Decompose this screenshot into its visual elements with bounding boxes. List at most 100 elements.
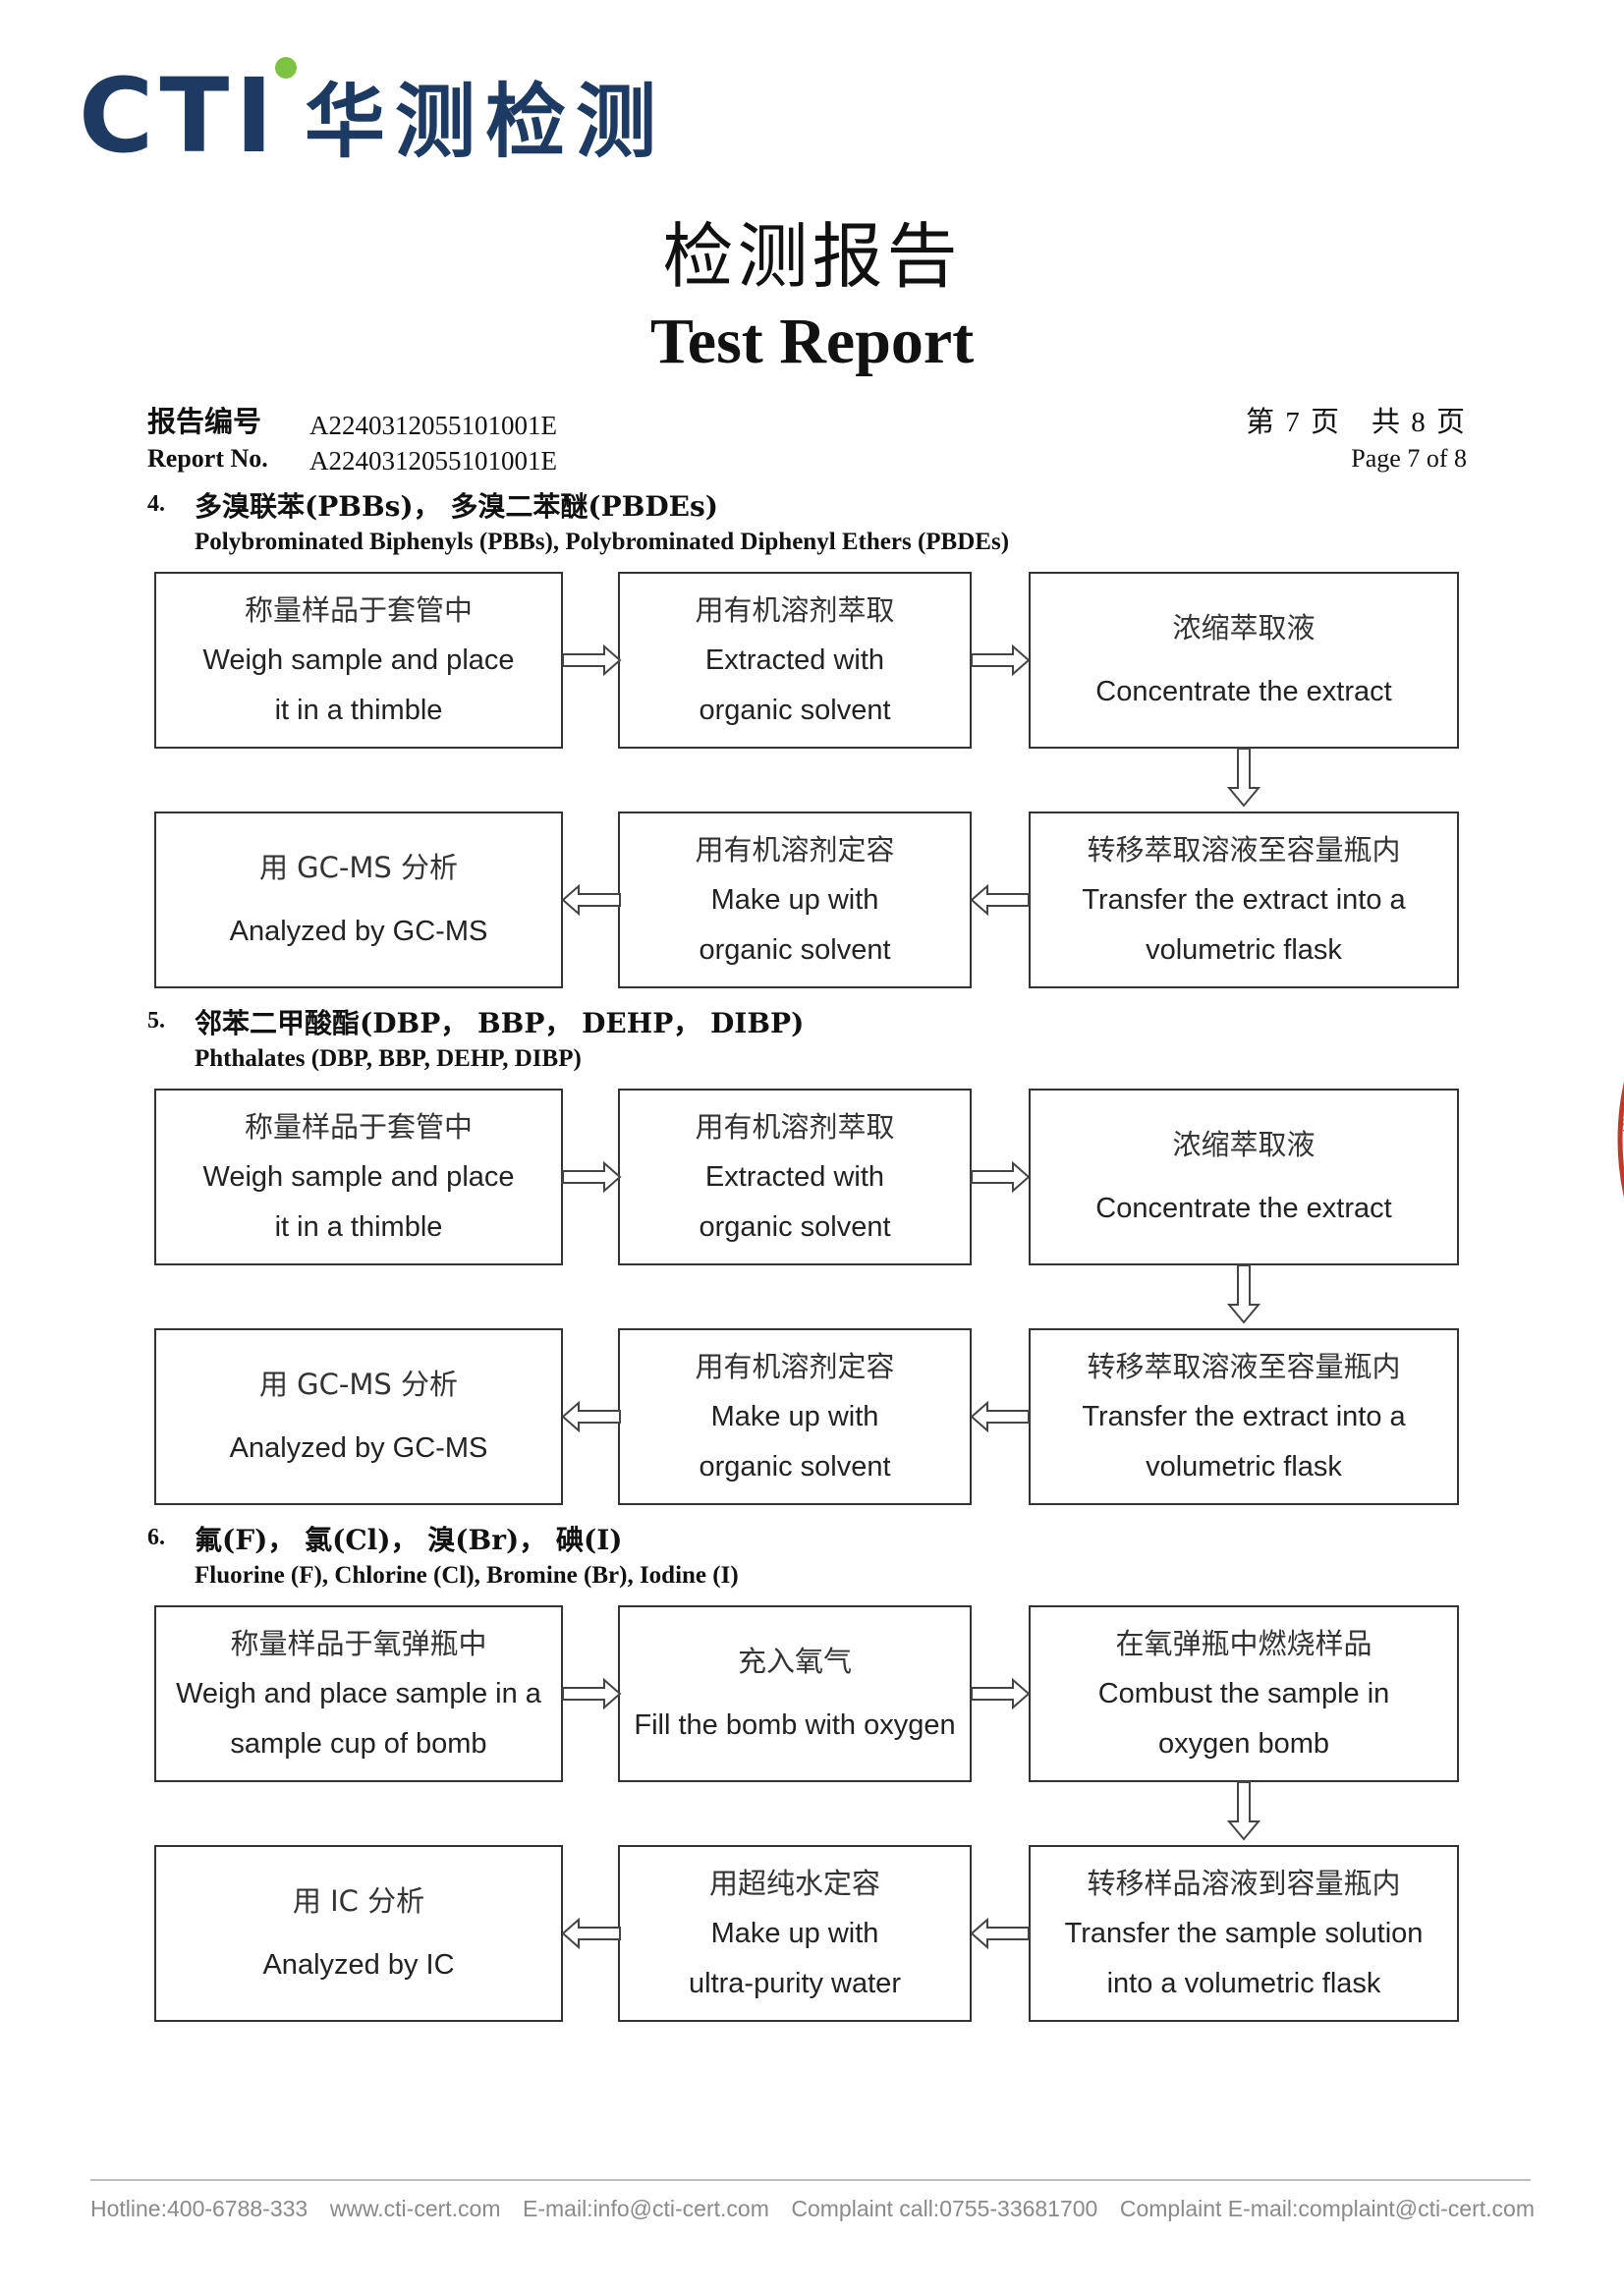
flow-step-en-line2: into a volumetric flask: [1106, 1967, 1381, 1999]
flow-step-cn: 用 GC-MS 分析: [258, 851, 459, 884]
flow-step-box: 称量样品于套管中 Weigh sample and place it in a th…: [154, 1089, 563, 1265]
flow-arrow-down-icon: [1226, 1264, 1261, 1324]
flow-arrow-left-icon: [970, 1917, 1030, 1950]
flow-step-box: 用有机溶剂萃取 Extracted with organic solvent: [618, 572, 972, 749]
flow-step-box: 用有机溶剂定容 Make up with organic solvent: [618, 1328, 972, 1505]
flow-step-en-line2: it in a thimble: [274, 694, 443, 726]
flow-step-box: 称量样品于氧弹瓶中 Weigh and place sample in a samp…: [154, 1605, 563, 1782]
section-title-en: Fluorine (F), Chlorine (Cl), Bromine (Br…: [195, 1562, 739, 1589]
flow-step-en-line1: Transfer the sample solution: [1064, 1917, 1424, 1949]
flow-arrow-down-icon: [1226, 748, 1261, 808]
flow-arrow-right-icon: [971, 644, 1031, 677]
flow-step-en-line1: Transfer the extract into a: [1082, 1400, 1406, 1432]
flow-arrow-right-icon: [562, 644, 622, 677]
flow-arrow-right-icon: [971, 1160, 1031, 1194]
footer-email[interactable]: E-mail:info@cti-cert.com: [523, 2196, 769, 2221]
flow-step-cn: 称量样品于氧弹瓶中: [230, 1626, 487, 1660]
flow-step-en-line1: Weigh sample and place: [202, 644, 515, 676]
page-title-en: Test Report: [649, 306, 975, 377]
flow-step-cn: 用有机溶剂定容: [695, 832, 895, 867]
flow-step-en-line2: ultra-purity water: [689, 1967, 901, 1999]
logo-dot-icon: [275, 57, 297, 79]
flow-step-en-line1: Extracted with: [704, 1160, 885, 1193]
report-no-value-cn: A2240312055101001E: [309, 411, 557, 440]
section-title-en: Phthalates (DBP, BBP, DEHP, DIBP): [195, 1045, 582, 1072]
flow-step-en-line2: sample cup of bomb: [230, 1727, 487, 1760]
flow-step-en: Analyzed by GC-MS: [229, 916, 488, 947]
flow-step-en-line1: Weigh and place sample in a: [176, 1677, 541, 1709]
flow-step-box: 在氧弹瓶中燃烧样品 Combust the sample in oxygen bom…: [1029, 1605, 1459, 1782]
flow-step-en-line2: volumetric flask: [1146, 933, 1342, 966]
flow-arrow-left-icon: [970, 1400, 1030, 1433]
flow-step-en: Concentrate the extract: [1095, 676, 1392, 707]
flow-step-en-line1: Weigh sample and place: [202, 1160, 515, 1193]
flow-step-box: 用超纯水定容 Make up with ultra-purity water: [618, 1845, 972, 2022]
flow-arrow-left-icon: [561, 883, 621, 917]
flow-arrow-left-icon: [561, 1917, 621, 1950]
flow-step-cn: 在氧弹瓶中燃烧样品: [1115, 1626, 1372, 1660]
flow-step-en-line1: Extracted with: [704, 644, 885, 676]
flow-step-en-line2: organic solvent: [699, 1450, 891, 1483]
flow-step-cn: 转移萃取溶液至容量瓶内: [1087, 832, 1401, 867]
flow-step-en-line1: Transfer the extract into a: [1082, 883, 1406, 916]
flow-step-en-line1: Make up with: [710, 1400, 879, 1432]
flow-step-en: Concentrate the extract: [1095, 1193, 1392, 1224]
svg-text:限: 限: [1619, 1118, 1624, 1139]
report-no-label-cn: 报告编号: [147, 407, 262, 438]
flow-step-box: 用 IC 分析 Analyzed by IC: [154, 1845, 563, 2022]
flow-step-box: 用 GC-MS 分析 Analyzed by GC-MS: [154, 812, 563, 988]
flow-step-en-line2: volumetric flask: [1146, 1450, 1342, 1483]
section-number: 5.: [147, 1008, 165, 1034]
flow-arrow-left-icon: [561, 1400, 621, 1433]
footer-complaint-email[interactable]: Complaint E-mail:complaint@cti-cert.com: [1119, 2196, 1535, 2221]
flow-step-en-line1: Combust the sample in: [1097, 1677, 1390, 1709]
flow-step-cn: 转移样品溶液到容量瓶内: [1087, 1866, 1401, 1900]
flow-step-box: 转移样品溶液到容量瓶内 Transfer the sample solution i…: [1029, 1845, 1459, 2022]
footer-divider: [90, 2179, 1531, 2181]
svg-text:公: 公: [1619, 1163, 1624, 1184]
company-logo: CTI 华测检测: [79, 57, 666, 167]
flow-step-en: Analyzed by GC-MS: [229, 1432, 488, 1464]
report-no-value-en: A2240312055101001E: [309, 446, 557, 476]
logo-cn-text: 华测检测: [304, 76, 666, 169]
section-number: 4.: [147, 491, 165, 517]
section-title-en: Polybrominated Biphenyls (PBBs), Polybro…: [195, 529, 1010, 555]
flow-step-cn: 用有机溶剂萃取: [695, 1109, 895, 1144]
flow-step-en-line1: Make up with: [710, 1917, 879, 1949]
report-no-label-en: Report No.: [147, 444, 268, 473]
flow-step-box: 转移萃取溶液至容量瓶内 Transfer the extract into a vo…: [1029, 812, 1459, 988]
page-number-cn: 第 7 页 共 8 页: [1245, 407, 1467, 438]
section-title-cn: 氟(F)， 氯(Cl)， 溴(Br)， 碘(I): [195, 1524, 623, 1556]
section-number: 6.: [147, 1525, 165, 1550]
flow-step-cn: 称量样品于套管中: [244, 1109, 473, 1144]
flow-step-en-line2: organic solvent: [699, 933, 891, 966]
footer: Hotline:400-6788-333 www.cti-cert.com E-…: [90, 2196, 1535, 2222]
flow-step-cn: 用超纯水定容: [708, 1866, 880, 1900]
flow-step-cn: 用 GC-MS 分析: [258, 1368, 459, 1401]
page-title-cn: 检测报告: [662, 215, 962, 298]
flow-step-box: 用 GC-MS 分析 Analyzed by GC-MS: [154, 1328, 563, 1505]
section-title-cn: 多溴联苯(PBBs)， 多溴二苯醚(PBDEs): [195, 490, 718, 523]
flow-step-en-line2: it in a thimble: [274, 1210, 443, 1243]
flow-step-cn: 用有机溶剂定容: [695, 1349, 895, 1383]
flow-step-cn: 用 IC 分析: [292, 1884, 425, 1918]
flow-arrow-down-icon: [1226, 1781, 1261, 1841]
footer-website[interactable]: www.cti-cert.com: [329, 2196, 501, 2221]
official-seal-icon: 公 限 公 司: [1617, 1082, 1624, 1198]
flow-step-en-line1: Make up with: [710, 883, 879, 916]
flow-arrow-right-icon: [971, 1677, 1031, 1710]
flow-step-en-line2: oxygen bomb: [1157, 1727, 1330, 1760]
flow-step-en: Analyzed by IC: [262, 1949, 455, 1981]
footer-hotline: Hotline:400-6788-333: [90, 2196, 308, 2221]
section-title-cn: 邻苯二甲酸酯(DBP， BBP， DEHP， DIBP): [195, 1007, 805, 1039]
flow-step-en: Fill the bomb with oxygen: [634, 1709, 956, 1741]
flow-step-en-line2: organic solvent: [699, 694, 891, 726]
flow-step-cn: 用有机溶剂萃取: [695, 592, 895, 627]
logo-cti-text: CTI: [79, 56, 279, 176]
